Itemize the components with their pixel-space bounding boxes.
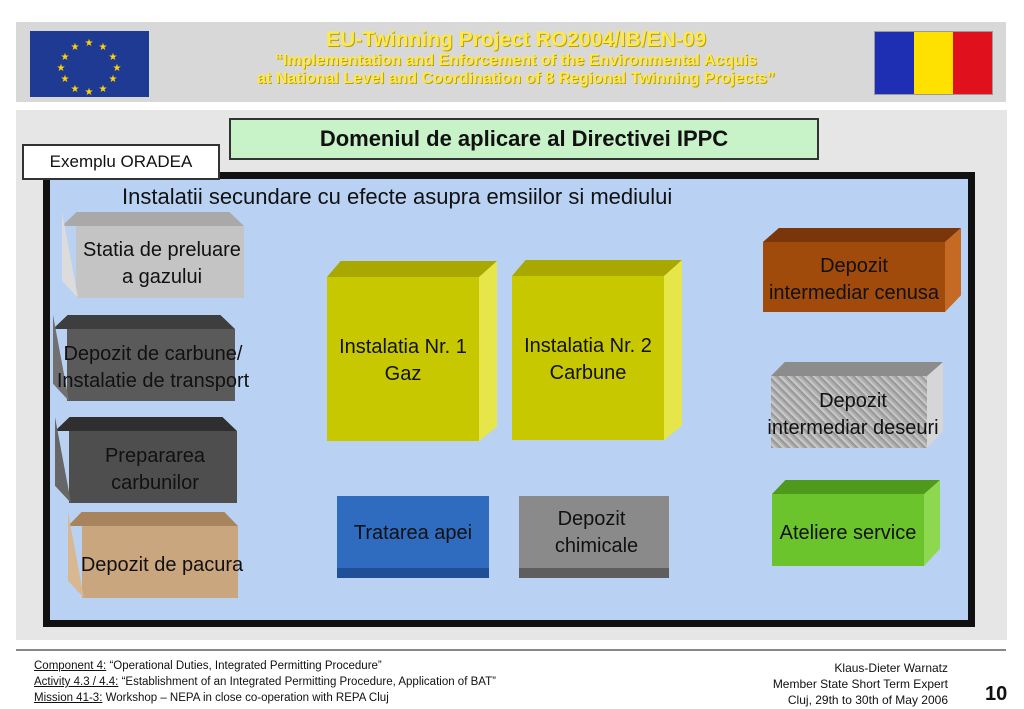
label-coal-prep: Prepararea carbunilor <box>80 443 230 497</box>
eu-flag-icon: ★ ★ ★ ★ ★ ★ ★ ★ ★ ★ ★ ★ <box>30 31 149 98</box>
label-line: Depozit <box>557 508 626 530</box>
label-line: Instalatia Nr. 1 <box>339 336 467 358</box>
label-line: Gaz <box>384 363 422 385</box>
label-line: Prepararea <box>104 445 206 467</box>
page-number: 10 <box>985 683 1008 705</box>
block-waste-storage <box>771 362 943 448</box>
label-line: intermediar cenusa <box>768 282 940 304</box>
header-bar: ★ ★ ★ ★ ★ ★ ★ ★ ★ ★ ★ ★ EU-Twinning Proj… <box>16 22 1006 102</box>
block-coal-storage <box>53 315 235 401</box>
label-line: Depozit <box>819 390 887 412</box>
footer-left: Component 4: “Operational Duties, Integr… <box>34 658 496 706</box>
block-water-treatment <box>337 496 489 578</box>
slide-title: Domeniul de aplicare al Directivei IPPC <box>229 118 819 160</box>
label-line: intermediar deseuri <box>767 417 939 439</box>
footer-activity-text: “Establishment of an Integrated Permitti… <box>118 676 496 688</box>
block-installation-2 <box>512 260 682 440</box>
block-gas-station <box>62 212 244 298</box>
label-line: carbunilor <box>111 472 199 494</box>
example-label: Exemplu ORADEA <box>22 144 220 180</box>
footer-component-label: Component 4: <box>34 660 107 672</box>
block-chemicals <box>519 496 669 578</box>
footer-right: Klaus-Dieter Warnatz Member State Short … <box>773 660 948 708</box>
block-ash-storage <box>763 228 961 312</box>
label-installation-2: Instalatia Nr. 2 Carbune <box>508 333 668 387</box>
frame-title: Instalatii secundare cu efecte asupra em… <box>122 184 673 209</box>
footer-divider <box>16 649 1006 651</box>
label-line: Depozit de carbune/ <box>63 343 243 365</box>
label-line: Instalatie de transport <box>56 370 250 392</box>
block-installation-1 <box>327 261 497 441</box>
block-fuel-oil <box>68 512 238 598</box>
label-line: Depozit de pacura <box>80 554 244 576</box>
label-line: Carbune <box>549 362 627 384</box>
label-line: Statia de preluare <box>83 239 241 261</box>
label-line: Tratarea apei <box>353 522 473 544</box>
footer-mission-text: Workshop – NEPA in close co-operation wi… <box>102 692 389 704</box>
header-line-2: “Implementation and Enforcement of the E… <box>274 52 758 69</box>
footer-component-text: “Operational Duties, Integrated Permitti… <box>106 660 382 672</box>
label-water-treatment: Tratarea apei <box>337 520 489 547</box>
label-fuel-oil: Depozit de pacura <box>62 552 262 579</box>
label-gas-station: Statia de preluare a gazului <box>66 237 258 291</box>
block-coal-prep <box>55 417 237 503</box>
header-title: EU-Twinning Project RO2004/IB/EN-09 “Imp… <box>166 28 866 88</box>
footer-author: Klaus-Dieter Warnatz <box>834 661 948 675</box>
label-waste-storage: Depozit intermediar deseuri <box>748 388 958 442</box>
label-line: Ateliere service <box>779 522 917 544</box>
label-line: chimicale <box>554 535 639 557</box>
header-line-1: EU-Twinning Project RO2004/IB/EN-09 <box>325 28 707 51</box>
label-installation-1: Instalatia Nr. 1 Gaz <box>323 334 483 388</box>
footer-place-date: Cluj, 29th to 30th of May 2006 <box>787 693 948 707</box>
footer-activity-label: Activity 4.3 / 4.4: <box>34 676 119 688</box>
label-coal-storage: Depozit de carbune/ Instalatie de transp… <box>38 341 268 395</box>
footer-mission-label: Mission 41-3: <box>34 692 103 704</box>
label-service-workshops: Ateliere service <box>760 520 936 547</box>
footer-role: Member State Short Term Expert <box>772 677 948 691</box>
label-chemicals: Depozit chimicale <box>519 506 674 560</box>
label-ash-storage: Depozit intermediar cenusa <box>752 253 956 307</box>
block-service-workshops <box>772 480 940 566</box>
label-line: Depozit <box>820 255 888 277</box>
header-line-3: at National Level and Coordination of 8 … <box>257 70 775 87</box>
label-line: a gazului <box>121 266 203 288</box>
romania-flag-icon <box>874 31 993 95</box>
label-line: Instalatia Nr. 2 <box>524 335 652 357</box>
